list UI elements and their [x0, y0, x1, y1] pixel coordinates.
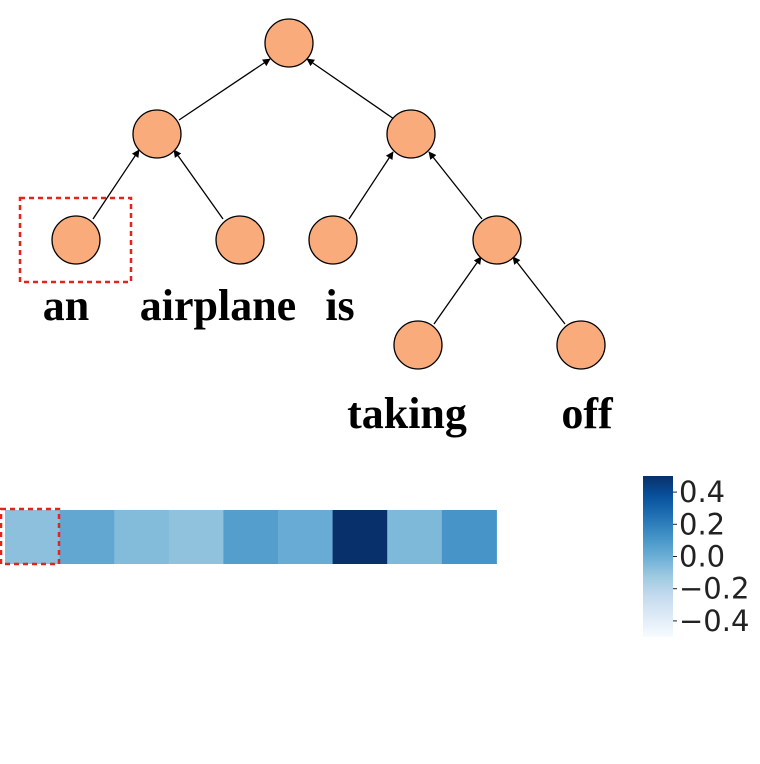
colorbar-tick-label: −0.2	[679, 572, 749, 606]
colorbar-ticks: 0.40.20.0−0.2−0.4	[673, 475, 749, 638]
tree-edges	[92, 58, 566, 325]
edge-taking-to-sub	[433, 256, 482, 325]
word-label-taking: taking	[347, 389, 467, 438]
colorbar-tick-label: 0.2	[679, 507, 725, 541]
edge-an-to-left	[92, 149, 140, 220]
colorbar-tick-label: −0.4	[679, 604, 749, 638]
colorbar-tick-label: 0.0	[679, 540, 725, 574]
node-taking	[393, 320, 443, 370]
heatmap-highlight-box	[0, 507, 61, 566]
node-is	[308, 215, 358, 265]
edge-airplane-to-left	[173, 149, 224, 220]
word-label-is: is	[325, 281, 354, 330]
edge-sub-to-right	[428, 151, 483, 220]
tree-nodes	[51, 18, 606, 370]
word-label-off: off	[561, 389, 614, 438]
heatmap-cell	[441, 510, 497, 564]
node-taking-off-phrase	[472, 215, 522, 265]
node-airplane	[215, 215, 265, 265]
edge-left-to-root	[178, 58, 271, 121]
heatmap-cell	[278, 510, 334, 564]
heatmap-cell	[387, 510, 443, 564]
colorbar-gradient	[643, 476, 673, 637]
node-left-phrase	[132, 109, 182, 159]
heatmap-cell	[59, 510, 115, 564]
heatmap-cell	[168, 510, 224, 564]
edge-right-to-root	[306, 58, 395, 120]
node-root	[264, 18, 314, 68]
edge-is-to-right	[348, 151, 394, 220]
edge-off-to-sub	[512, 256, 566, 325]
node-an	[51, 215, 101, 265]
node-off	[556, 320, 606, 370]
heatmap-cell	[114, 510, 170, 564]
word-label-an: an	[43, 281, 89, 330]
heatmap-cell	[5, 510, 61, 564]
colorbar: 0.40.20.0−0.2−0.4	[643, 475, 749, 638]
word-label-airplane: airplane	[140, 281, 296, 330]
colorbar-tick-label: 0.4	[679, 475, 725, 509]
word-labels: an airplane is taking off	[43, 281, 614, 438]
heatmap-cell	[332, 510, 388, 564]
heatmap-cell	[223, 510, 279, 564]
node-right-phrase	[386, 109, 436, 159]
leaf-highlight-box	[18, 196, 133, 284]
heatmap-strip	[5, 510, 497, 564]
